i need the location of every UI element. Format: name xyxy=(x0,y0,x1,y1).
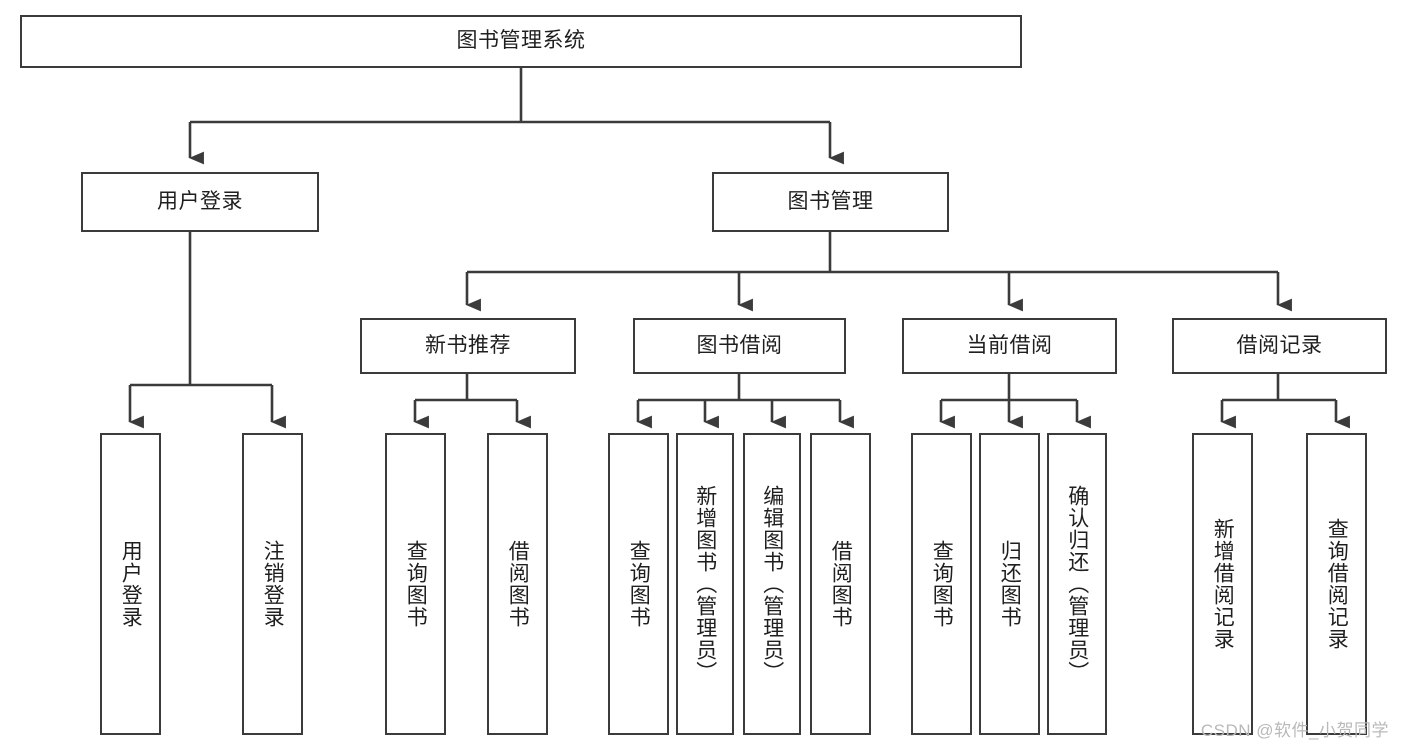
node-label: 借阅图书 xyxy=(506,540,530,628)
wire-userlogin-to-leaves xyxy=(128,232,286,429)
leaf-text-wrap: 用户登录 xyxy=(102,435,159,733)
leaf-borrow-borrow-books[interactable]: 借阅图书 xyxy=(810,433,871,735)
node-label: 用户登录 xyxy=(157,189,243,213)
leaf-text-wrap: 借阅图书 xyxy=(489,435,546,733)
leaf-new-book-query-books[interactable]: 查询图书 xyxy=(385,433,446,735)
wire-bookmgmt-to-level2 xyxy=(465,232,1292,312)
node-label: 注销登录 xyxy=(261,540,285,628)
leaf-text-wrap: 新增图书（管理员） xyxy=(678,435,732,733)
leaf-text-wrap: 编辑图书（管理员） xyxy=(745,435,799,733)
node-current-borrow[interactable]: 当前借阅 xyxy=(902,318,1117,374)
leaf-text-wrap: 查询图书 xyxy=(387,435,444,733)
leaf-text-wrap: 查询图书 xyxy=(610,435,667,733)
node-borrow-record[interactable]: 借阅记录 xyxy=(1172,318,1387,374)
node-new-book-recommend[interactable]: 新书推荐 xyxy=(360,318,576,374)
leaf-text-wrap: 确认归还（管理员） xyxy=(1049,435,1105,733)
leaf-new-book-borrow-books[interactable]: 借阅图书 xyxy=(487,433,548,735)
leaf-text-wrap: 借阅图书 xyxy=(812,435,869,733)
leaf-record-query-borrow-record[interactable]: 查询借阅记录 xyxy=(1306,433,1367,735)
leaf-user-login-logout[interactable]: 注销登录 xyxy=(242,433,303,735)
leaf-text-wrap: 注销登录 xyxy=(244,435,301,733)
wire-borrow-to-leaves xyxy=(636,374,854,429)
node-label: 归还图书 xyxy=(998,540,1022,628)
node-book-borrow[interactable]: 图书借阅 xyxy=(633,318,846,374)
leaf-current-query-books[interactable]: 查询图书 xyxy=(911,433,972,735)
node-label: 新书推荐 xyxy=(425,333,511,357)
leaf-borrow-edit-book-admin[interactable]: 编辑图书（管理员） xyxy=(743,433,801,735)
node-label: 查询图书 xyxy=(404,540,428,628)
node-label: 用户登录 xyxy=(119,540,143,628)
wire-newbook-to-leaves xyxy=(413,374,531,429)
node-label: 新增借阅记录 xyxy=(1211,518,1235,650)
node-label: 图书管理 xyxy=(787,189,874,213)
leaf-text-wrap: 查询借阅记录 xyxy=(1308,435,1365,733)
leaf-record-add-borrow-record[interactable]: 新增借阅记录 xyxy=(1192,433,1253,735)
node-label: 确认归还（管理员） xyxy=(1065,485,1089,683)
node-label: 图书管理系统 xyxy=(456,29,586,53)
wire-root-to-level1 xyxy=(188,68,844,165)
node-root-book-management-system[interactable]: 图书管理系统 xyxy=(20,15,1022,68)
node-book-management[interactable]: 图书管理 xyxy=(712,172,949,232)
node-label: 当前借阅 xyxy=(966,333,1053,357)
leaf-text-wrap: 查询图书 xyxy=(913,435,970,733)
node-label: 图书借阅 xyxy=(696,333,783,357)
node-label: 编辑图书（管理员） xyxy=(760,485,784,683)
leaf-user-login-login[interactable]: 用户登录 xyxy=(100,433,161,735)
csdn-watermark: CSDN @软件_小贺同学 xyxy=(1200,721,1389,740)
node-user-login[interactable]: 用户登录 xyxy=(81,172,319,232)
node-label: 查询借阅记录 xyxy=(1325,518,1349,650)
leaf-borrow-query-books[interactable]: 查询图书 xyxy=(608,433,669,735)
leaf-current-confirm-return-admin[interactable]: 确认归还（管理员） xyxy=(1047,433,1107,735)
leaf-current-return-books[interactable]: 归还图书 xyxy=(979,433,1040,735)
node-label: 查询图书 xyxy=(930,540,954,628)
node-label: 新增图书（管理员） xyxy=(693,485,717,683)
wire-current-to-leaves xyxy=(939,374,1091,429)
node-label: 借阅记录 xyxy=(1236,333,1323,357)
wire-record-to-leaves xyxy=(1220,374,1350,429)
node-label: 借阅图书 xyxy=(829,540,853,628)
leaf-text-wrap: 归还图书 xyxy=(981,435,1038,733)
node-label: 查询图书 xyxy=(627,540,651,628)
leaf-text-wrap: 新增借阅记录 xyxy=(1194,435,1251,733)
leaf-borrow-add-book-admin[interactable]: 新增图书（管理员） xyxy=(676,433,734,735)
